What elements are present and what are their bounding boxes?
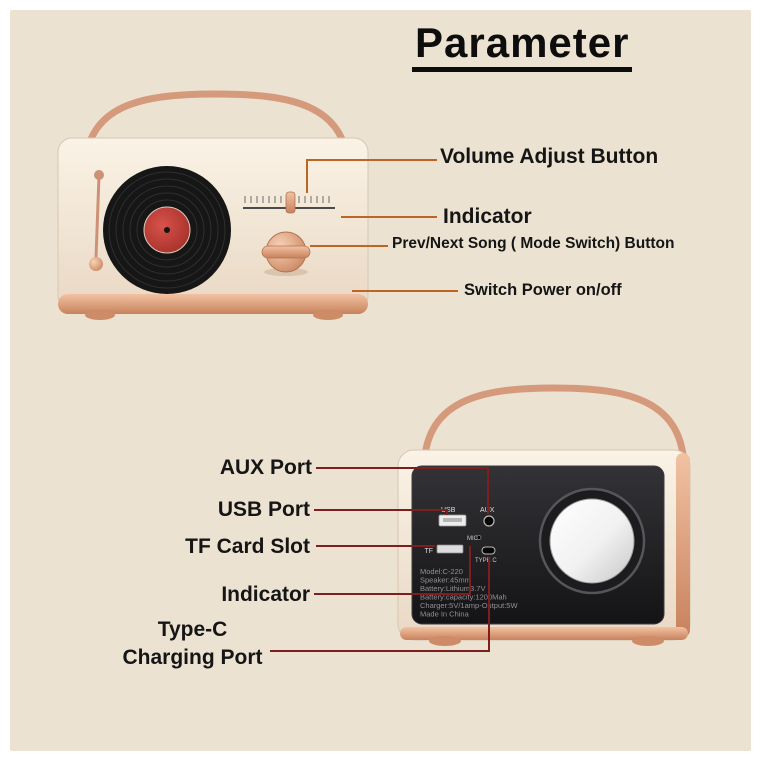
- indicator-back-callout-label: Indicator: [221, 583, 310, 606]
- spec-line: Made In China: [420, 610, 470, 619]
- speaker-front-view: [57, 90, 369, 320]
- usb-port-callout-label: USB Port: [217, 498, 310, 521]
- mic-hole: [476, 535, 482, 540]
- indicator-back-connector-line: [314, 546, 471, 595]
- typec-port: [481, 546, 496, 555]
- back-foot-left: [429, 636, 461, 646]
- back-spec-text: Model:C-220 Speaker:45mm Battery:Lithium…: [420, 567, 518, 619]
- tf-card-slot: [436, 544, 464, 554]
- back-bottom-trim: [400, 627, 688, 640]
- spec-line: Charger:5V/1amp-Output:5W: [420, 601, 518, 610]
- typec-charging-callout-label: Type-C Charging Port: [110, 616, 275, 673]
- record-spindle: [164, 227, 170, 233]
- front-handle: [81, 90, 352, 176]
- tonearm: [89, 170, 104, 271]
- volume-connector-line: [306, 159, 437, 193]
- volume-adjust-label: Volume Adjust Button: [440, 145, 659, 168]
- usb-connector-line: [314, 509, 448, 515]
- vinyl-record: [103, 166, 231, 294]
- front-foot-right: [313, 310, 343, 320]
- typec-label-line2: Charging Port: [122, 646, 263, 670]
- usb-port-tongue: [443, 518, 462, 522]
- tf-slot-label: TF: [424, 548, 433, 555]
- spec-line: Battery:capacity:1200Mah: [420, 593, 507, 602]
- speaker-back-view: USB AUX TF MIC TYPE C Model:C-220 Speake…: [397, 384, 691, 646]
- typec-connector-line: [270, 557, 490, 652]
- tf-card-slot-callout-label: TF Card Slot: [185, 535, 310, 558]
- page-title: Parameter: [412, 22, 633, 72]
- aux-port-callout-label: AUX Port: [219, 456, 312, 479]
- aux-port: [483, 515, 495, 527]
- usb-port-label: USB: [441, 507, 456, 514]
- front-foot-left: [85, 310, 115, 320]
- back-handle: [420, 384, 688, 474]
- power-switch-label: Switch Power on/off: [464, 281, 622, 299]
- mic-label: MIC: [467, 536, 479, 542]
- spec-line: Battery:Lithium3.7V: [420, 584, 485, 593]
- aux-connector-line: [316, 467, 489, 514]
- typec-label-line1: Type-C: [157, 618, 228, 641]
- back-right-trim: [676, 453, 690, 637]
- back-foot-right: [632, 636, 664, 646]
- spec-line: Speaker:45mm: [420, 576, 471, 585]
- volume-slider-handle: [285, 191, 296, 214]
- indicator-front-label: Indicator: [443, 205, 532, 228]
- tonearm-counterweight: [89, 257, 103, 271]
- back-ports: USB AUX TF MIC TYPE C: [424, 507, 497, 564]
- back-speaker-driver: [538, 487, 646, 595]
- prev-next-mode-label: Prev/Next Song ( Mode Switch) Button: [392, 235, 675, 252]
- volume-slider: [243, 191, 335, 214]
- spec-line: Model:C-220: [420, 567, 463, 576]
- front-base: [58, 294, 368, 314]
- mode-knob: [261, 231, 311, 276]
- typec-port-label: TYPE C: [475, 558, 497, 564]
- connector-lines: [270, 159, 490, 652]
